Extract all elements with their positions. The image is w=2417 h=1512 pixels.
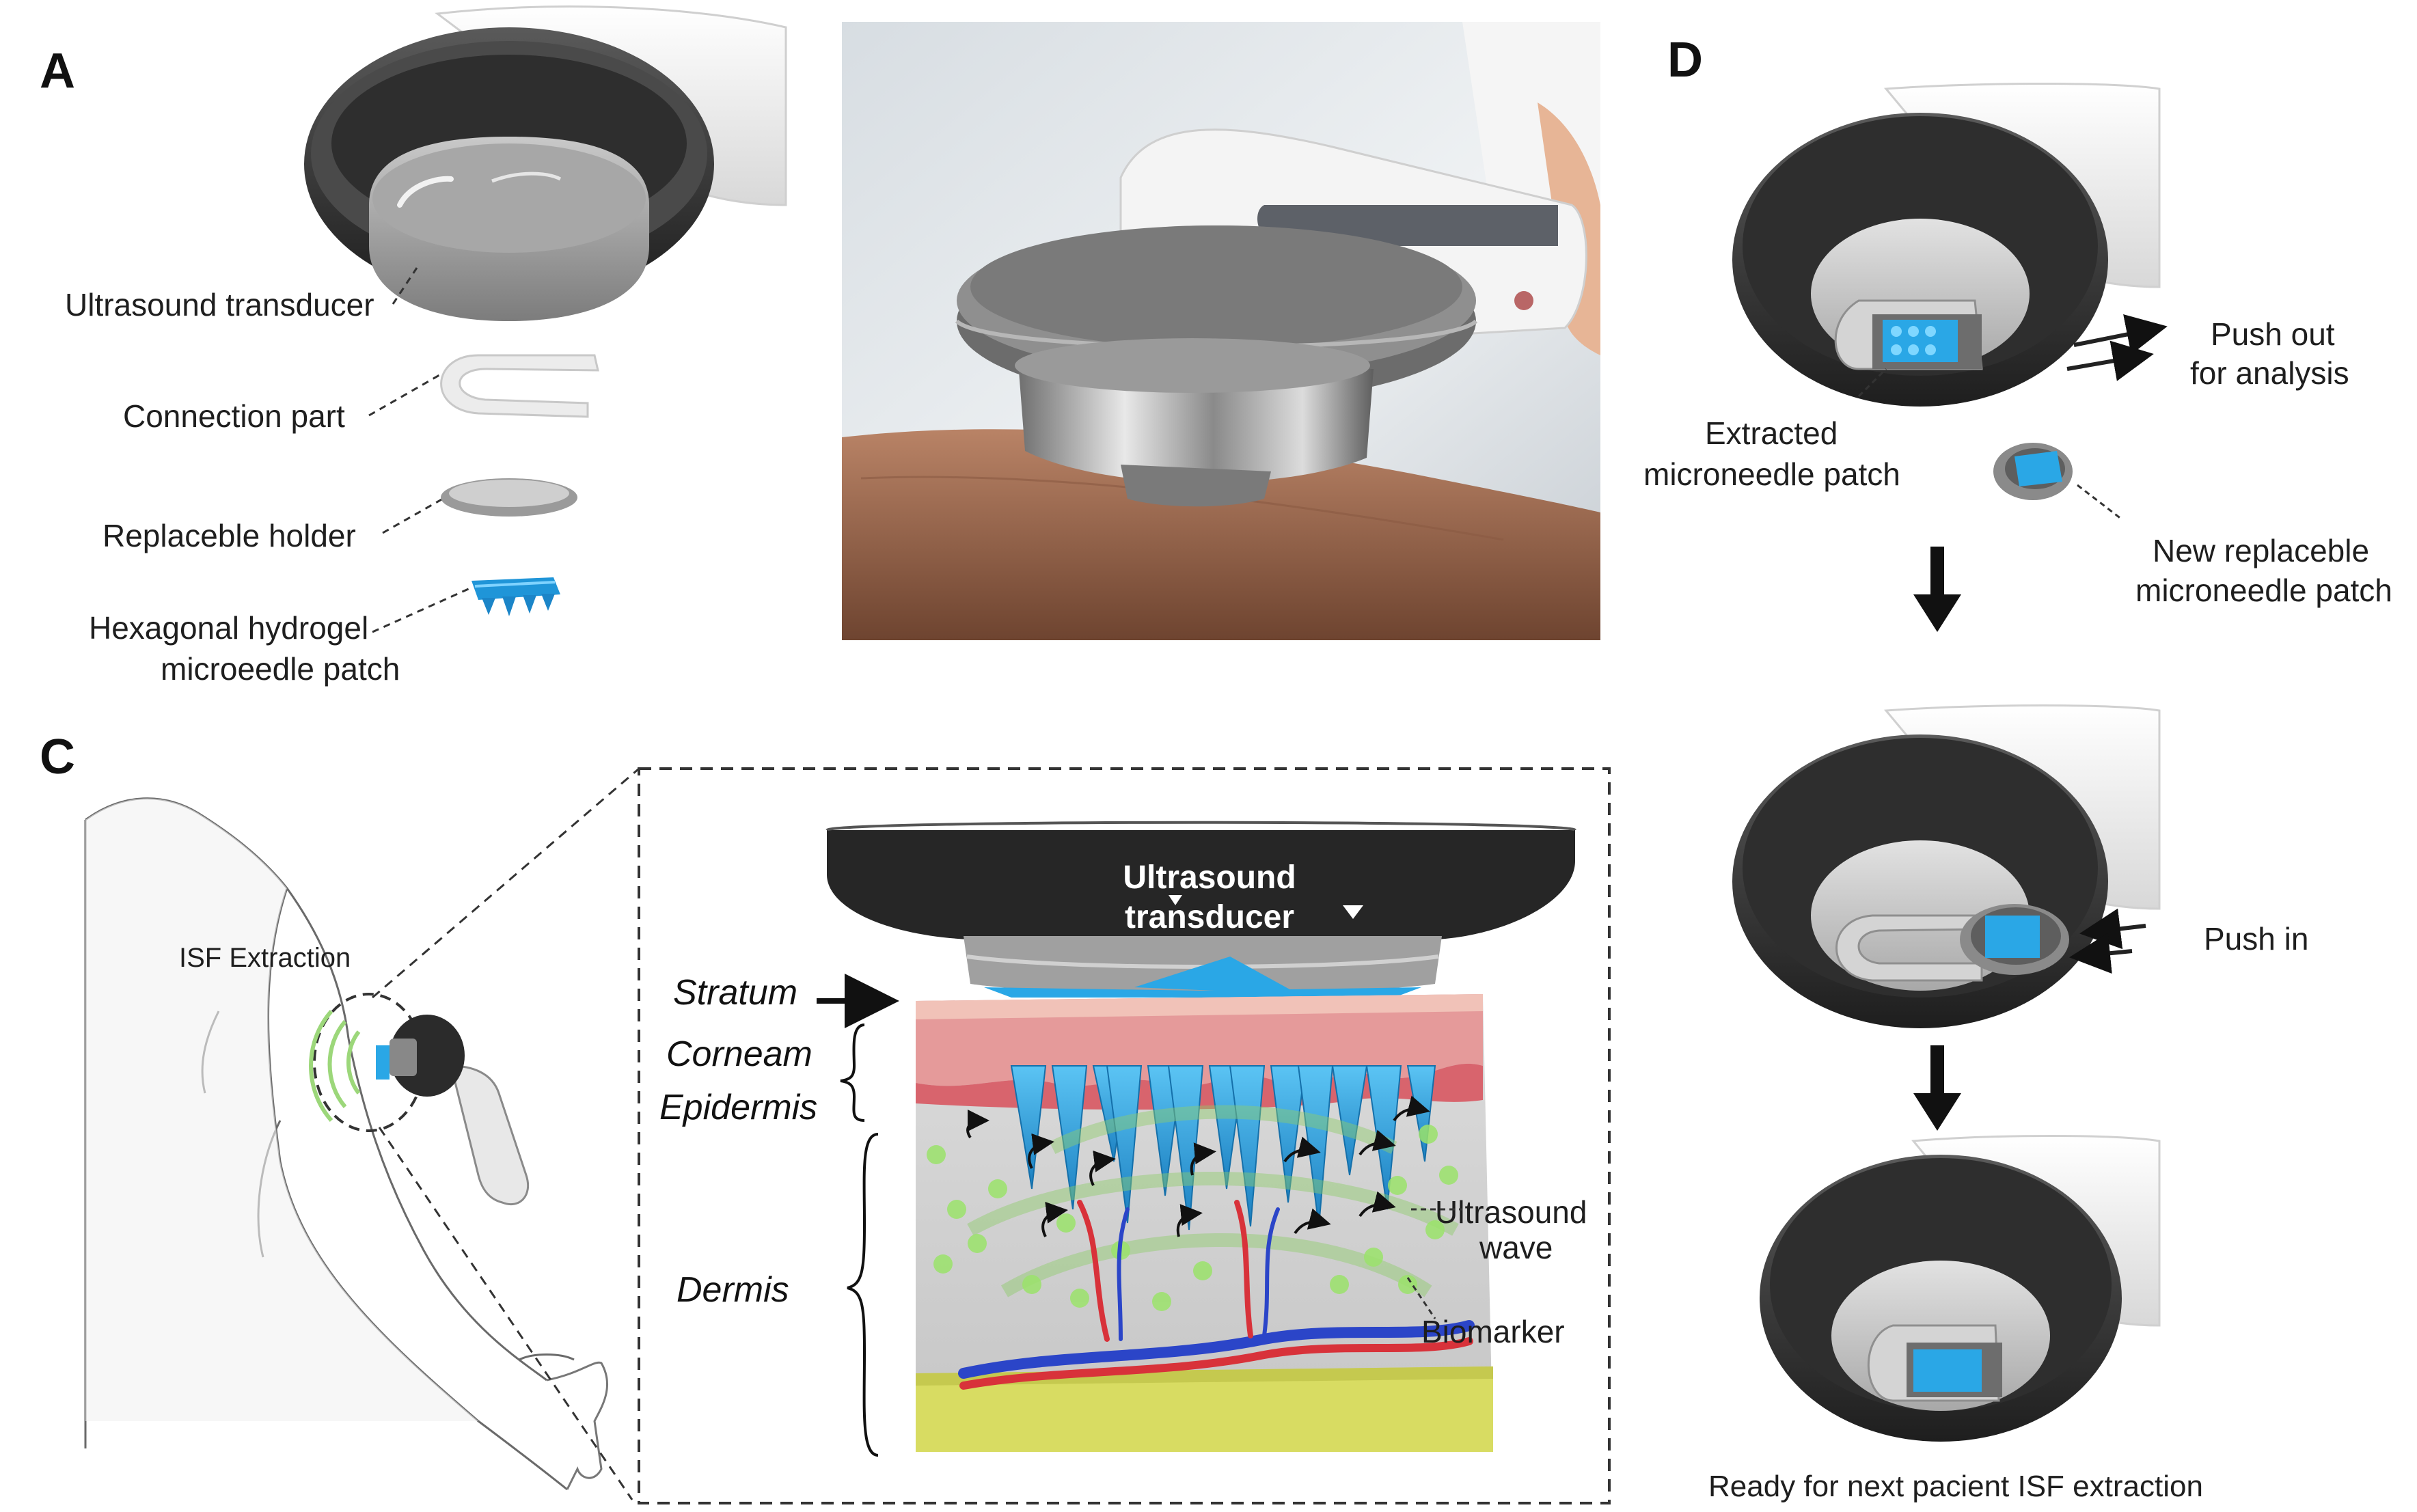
cross-section-transducer	[825, 821, 1576, 998]
label-extracted-line1: Extracted	[1705, 415, 1838, 451]
skin-tissue-block	[916, 994, 1493, 1452]
magnified-cross-section-box	[638, 767, 1611, 1504]
device-step2	[1732, 704, 2161, 1028]
panel-label-d: D	[1667, 33, 1703, 87]
label-biomarker: Biomarker	[1421, 1314, 1565, 1349]
device-step3	[1760, 1135, 2161, 1442]
label-stratum: Stratum	[673, 973, 797, 1013]
down-arrow-2	[1913, 1045, 1961, 1131]
label-push-out-line2: for analysis	[2190, 355, 2349, 391]
label-transducer-line1: Ultrasound	[1123, 860, 1296, 896]
panel-label-c: C	[40, 730, 75, 784]
label-wave-line1: Ultrasound	[1435, 1194, 1587, 1230]
hexagonal-hydrogel-patch	[472, 577, 560, 616]
label-ready: Ready for next pacient ISF extraction	[1708, 1470, 2203, 1503]
label-dermis: Dermis	[677, 1270, 789, 1310]
label-new-patch-line1: New replaceble	[2153, 533, 2369, 568]
panel-b: B	[842, 22, 1600, 640]
label-push-out-line1: Push out	[2211, 316, 2335, 352]
down-arrow-1	[1913, 547, 1961, 632]
label-transducer-line2: transducer	[1125, 899, 1294, 935]
panel-label-a: A	[40, 44, 75, 98]
connection-part	[440, 354, 599, 418]
label-connection-part: Connection part	[123, 398, 345, 434]
label-ultrasound-transducer: Ultrasound transducer	[65, 287, 374, 322]
label-new-patch-line2: microneedle patch	[2135, 573, 2392, 608]
label-push-in: Push in	[2204, 921, 2308, 957]
device-step1	[1732, 83, 2161, 407]
panel-c: C ISF Extraction	[40, 730, 1611, 1504]
label-isf-extraction: ISF Extraction	[179, 943, 351, 973]
small-device-icon	[390, 1015, 530, 1206]
label-wave-line2: wave	[1479, 1230, 1553, 1265]
label-patch-line2: microeedle patch	[161, 651, 400, 687]
label-patch-line1: Hexagonal hydrogel	[89, 610, 368, 646]
label-extracted-line2: microneedle patch	[1643, 456, 1900, 492]
panel-d: D Push out for analysis Extracted micron…	[1643, 33, 2392, 1503]
panel-a: A Ultrasound transducer Connection part …	[40, 5, 787, 687]
label-corneam: Corneam	[666, 1034, 813, 1074]
photo-device-on-arm	[842, 22, 1600, 640]
brace-epidermis	[840, 1023, 865, 1122]
label-epidermis: Epidermis	[659, 1088, 817, 1127]
brace-dermis	[847, 1133, 879, 1457]
label-replaceable-holder: Replaceble holder	[103, 518, 356, 553]
new-replaceable-patch	[1993, 443, 2073, 500]
